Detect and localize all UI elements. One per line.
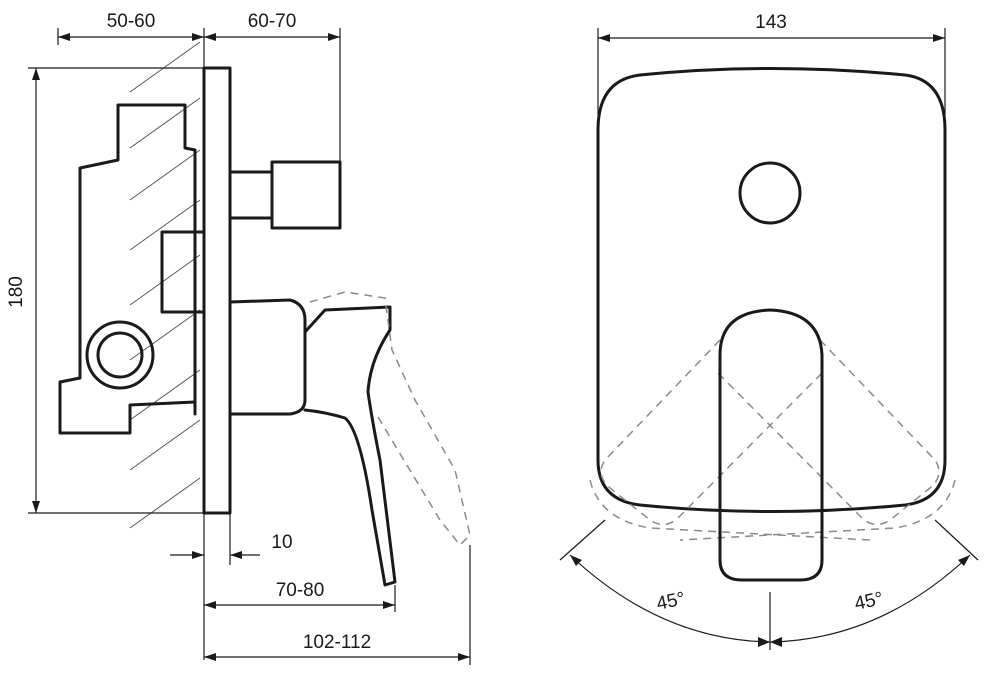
dim-depth-back-label: 50-60 xyxy=(107,11,156,32)
wall-hatching xyxy=(129,41,201,529)
diverter-button-front xyxy=(738,161,802,225)
dim-handle-reach: 70-80 xyxy=(204,580,396,612)
cover-plate-front xyxy=(596,67,947,513)
diverter-knob xyxy=(270,160,342,230)
plate-rotated-dashed-right xyxy=(679,479,956,541)
dim-handle-reach-label: 70-80 xyxy=(276,580,325,601)
lever-handle-front xyxy=(718,308,824,582)
dim-height: 180 xyxy=(6,67,204,514)
diverter-block xyxy=(160,230,206,314)
dim-rotation-left-label: 45° xyxy=(655,588,687,615)
dim-depth-back: 50-60 xyxy=(57,11,205,68)
dim-width: 143 xyxy=(597,12,946,115)
dim-total-depth: 102-112 xyxy=(204,545,471,665)
dim-total-depth-label: 102-112 xyxy=(303,632,371,653)
wall-box-body xyxy=(58,103,197,435)
dim-depth-front-label: 60-70 xyxy=(248,11,297,32)
dim-height-label: 180 xyxy=(6,276,27,308)
handle-body-side xyxy=(228,298,307,416)
side-view: 50-60 60-70 180 10 xyxy=(6,11,471,665)
lever-handle-rotated-dashed xyxy=(309,291,471,547)
dim-depth-front: 60-70 xyxy=(204,11,341,162)
pipe-connection-outer xyxy=(85,320,155,390)
lever-handle-side xyxy=(303,305,397,587)
dim-plate-label: 10 xyxy=(271,532,292,553)
dim-plate: 10 xyxy=(170,513,293,660)
cover-plate xyxy=(202,66,232,515)
plate-rotated-dashed-left xyxy=(589,479,871,541)
pipe-connection-inner xyxy=(96,331,144,379)
lever-rotated-dashed-right xyxy=(714,339,940,526)
rotation-arc: 45° 45° xyxy=(559,519,979,650)
front-view: 143 45° 45° xyxy=(559,12,979,650)
dim-rotation-right-label: 45° xyxy=(853,588,885,615)
diverter-stem xyxy=(228,170,274,220)
dim-width-label: 143 xyxy=(755,12,787,33)
lever-rotated-dashed-left xyxy=(600,339,826,526)
